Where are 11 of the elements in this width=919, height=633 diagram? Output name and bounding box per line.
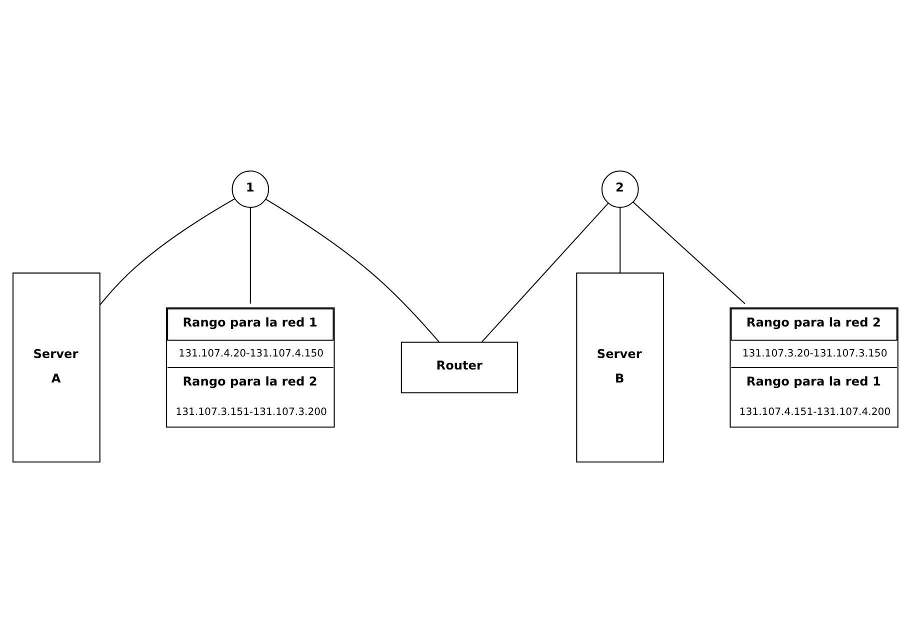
node-box: Router xyxy=(400,342,518,394)
connector xyxy=(632,202,746,304)
connector xyxy=(250,207,251,304)
connector xyxy=(100,198,235,306)
node-box: Server B xyxy=(576,272,664,462)
connector xyxy=(265,198,440,342)
node-box: Server A xyxy=(12,272,100,462)
connector xyxy=(620,207,621,273)
node-circle: 2 xyxy=(601,170,639,208)
node-circle: 1 xyxy=(232,170,270,208)
connector xyxy=(482,202,609,342)
